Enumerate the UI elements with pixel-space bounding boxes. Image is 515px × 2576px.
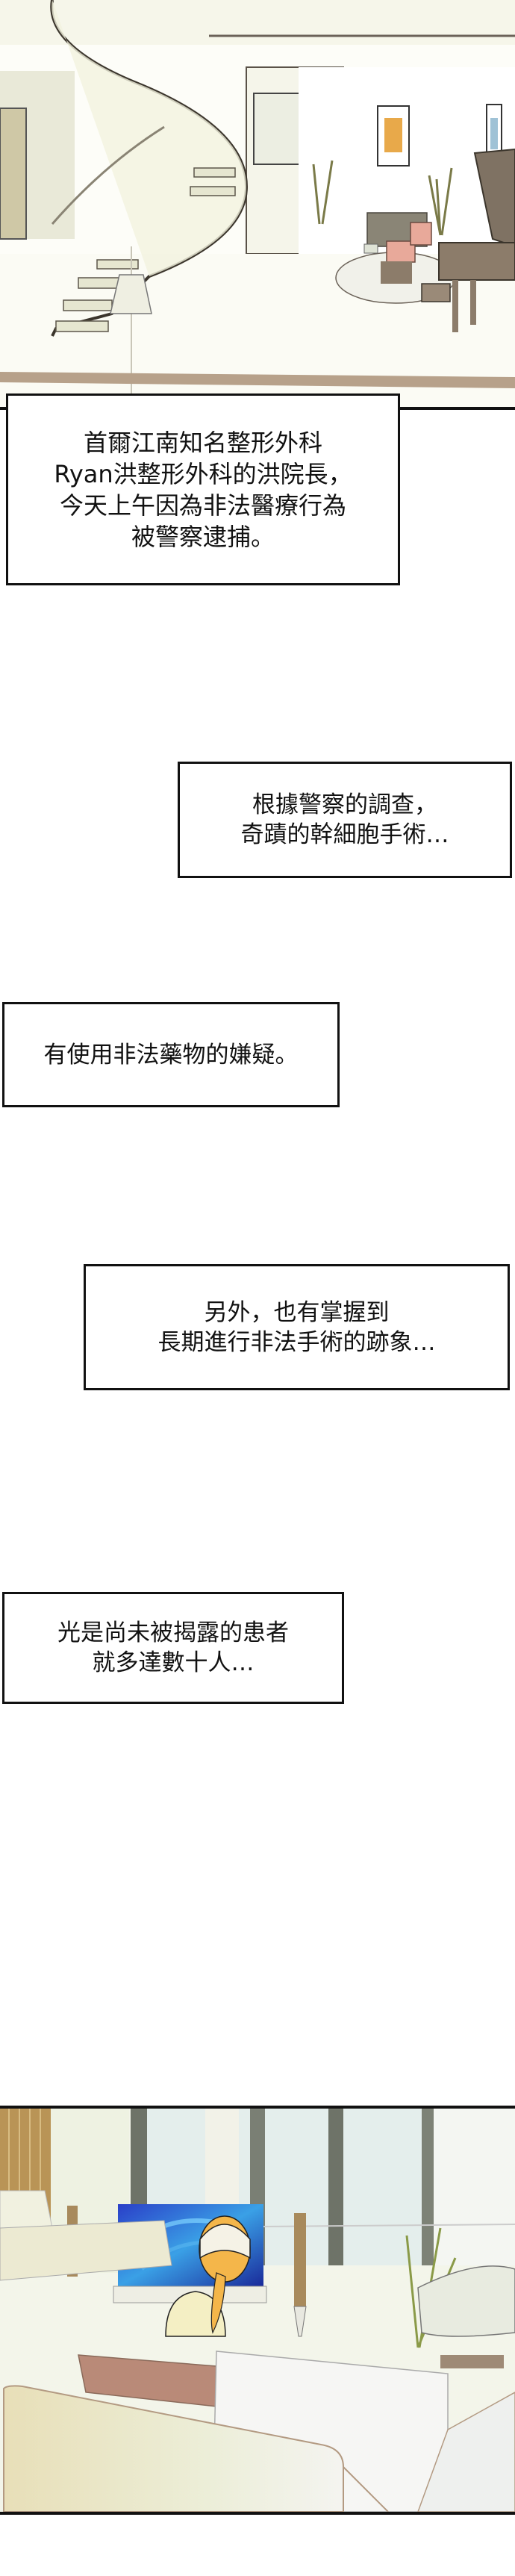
caption-box-illegal-surgery: 另外，也有掌握到 長期進行非法手術的跡象… xyxy=(84,1264,510,1390)
caption-line: 今天上午因為非法醫療行為 xyxy=(59,491,346,520)
panel-living-room-tv xyxy=(0,2106,515,2515)
caption-line: 被警察逮捕。 xyxy=(131,522,275,551)
mansion-illustration xyxy=(0,0,515,407)
living-room-illustration xyxy=(0,2109,515,2512)
caption-line: 根據警察的調查， xyxy=(252,791,437,818)
caption-box-police-investigation: 根據警察的調查， 奇蹟的幹細胞手術… xyxy=(178,762,512,878)
caption-line: 奇蹟的幹細胞手術… xyxy=(240,821,449,848)
caption-box-victims-count: 光是尚未被揭露的患者 就多達數十人… xyxy=(2,1592,344,1704)
caption-box-arrest-news: 首爾江南知名整形外科 Ryan洪整形外科的洪院長， 今天上午因為非法醫療行為 被… xyxy=(6,393,400,585)
panel-mansion-interior xyxy=(0,0,515,410)
caption-line: 有使用非法藥物的嫌疑。 xyxy=(43,1041,299,1068)
caption-line: 首爾江南知名整形外科 xyxy=(83,428,322,457)
caption-line: 另外，也有掌握到 xyxy=(204,1298,390,1326)
caption-line: 就多達數十人… xyxy=(92,1649,255,1676)
caption-line: 光是尚未被揭露的患者 xyxy=(57,1620,289,1646)
caption-line: 長期進行非法手術的跡象… xyxy=(157,1328,436,1356)
caption-line: Ryan洪整形外科的洪院長， xyxy=(54,459,352,488)
caption-box-illegal-drugs: 有使用非法藥物的嫌疑。 xyxy=(2,1002,340,1107)
